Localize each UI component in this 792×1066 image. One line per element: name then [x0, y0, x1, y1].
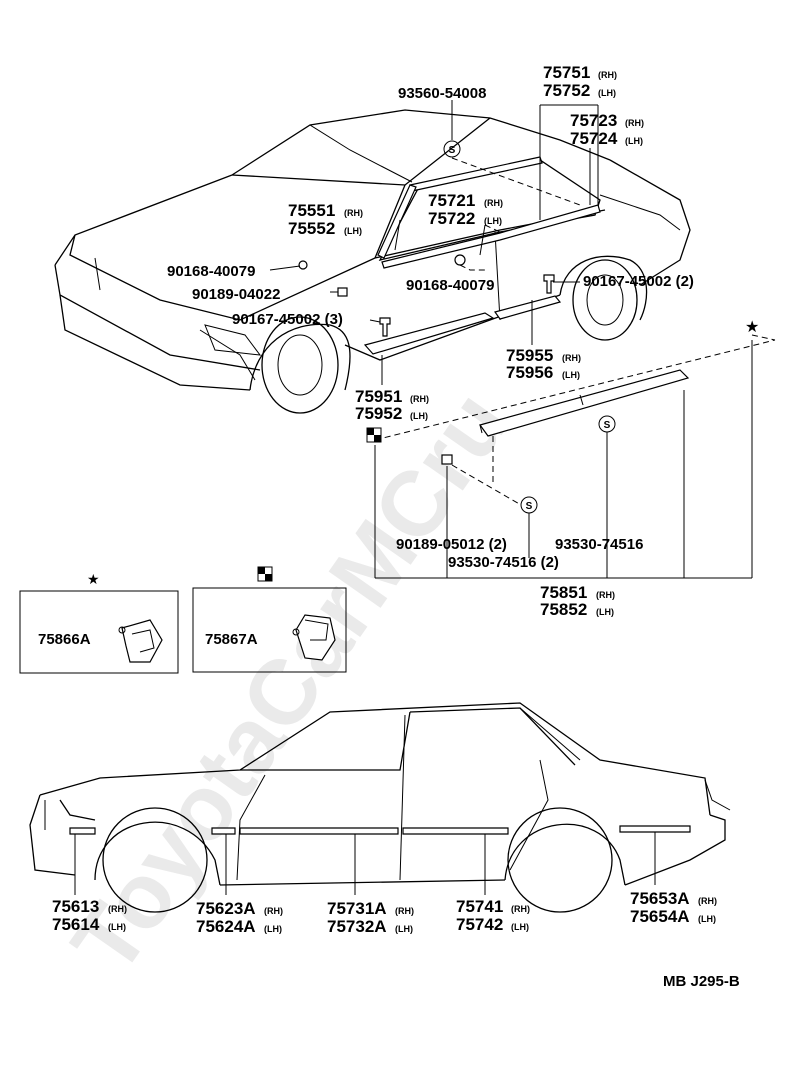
top-fasteners [298, 254, 555, 337]
suffix-rh: (RH) [410, 394, 429, 404]
diagram-code: MB J295-B [663, 973, 740, 990]
part-number-75952: 75952 [355, 404, 402, 423]
part-number-93560-54008: 93560-54008 [398, 85, 486, 102]
part-number-75866A: 75866A [38, 631, 91, 648]
suffix-lh: (LH) [264, 924, 282, 934]
part-number-75623A: 75623A [196, 899, 256, 918]
screw-mark: S [526, 501, 533, 512]
part-number-75722: 75722 [428, 209, 475, 228]
part-number-75723: 75723 [570, 111, 617, 130]
bottom-leaders [74, 832, 656, 895]
part-number-75752: 75752 [543, 81, 590, 100]
part-number-75955: 75955 [506, 346, 553, 365]
part-number-75851: 75851 [540, 583, 587, 602]
suffix-lh: (LH) [410, 411, 428, 421]
part-number-75724: 75724 [570, 129, 618, 148]
car-side-illustration [29, 702, 731, 913]
suffix-lh: (LH) [562, 370, 580, 380]
part-number-90167-45002-2: 90167-45002 (2) [583, 273, 694, 290]
part-number-75751: 75751 [543, 63, 590, 82]
suffix-lh: (LH) [484, 216, 502, 226]
suffix-lh: (LH) [598, 88, 616, 98]
part-number-75653A: 75653A [630, 889, 690, 908]
suffix-lh: (LH) [625, 136, 643, 146]
part-number-75551: 75551 [288, 201, 335, 220]
clip-icon [337, 287, 348, 297]
part-number-90167-45002-3: 90167-45002 (3) [232, 311, 343, 328]
suffix-lh: (LH) [344, 226, 362, 236]
suffix-rh: (RH) [625, 118, 644, 128]
suffix-lh: (LH) [698, 914, 716, 924]
part-number-90168-40079-a: 90168-40079 [167, 263, 255, 280]
clip-icon [298, 260, 308, 270]
suffix-rh: (RH) [484, 198, 503, 208]
checkered-flag-icon [257, 566, 273, 582]
part-number-75721: 75721 [428, 191, 475, 210]
part-number-90168-40079-b: 90168-40079 [406, 277, 494, 294]
inset-check: 75867A [192, 566, 347, 673]
detail-moulding [374, 334, 776, 579]
suffix-rh: (RH) [108, 904, 127, 914]
screw-icon [543, 274, 555, 294]
part-number-93530-74516: 93530-74516 [555, 536, 643, 553]
part-number-75624A: 75624A [196, 917, 256, 936]
part-number-75613: 75613 [52, 897, 99, 916]
suffix-rh: (RH) [596, 590, 615, 600]
checkered-flag-icon [366, 427, 382, 443]
part-number-75654A: 75654A [630, 907, 690, 926]
part-number-75732A: 75732A [327, 917, 387, 936]
suffix-lh: (LH) [511, 922, 529, 932]
suffix-rh: (RH) [562, 353, 581, 363]
screw-mark: S [604, 420, 611, 431]
suffix-rh: (RH) [395, 906, 414, 916]
suffix-lh: (LH) [108, 922, 126, 932]
part-number-75951: 75951 [355, 387, 402, 406]
suffix-rh: (RH) [698, 896, 717, 906]
clip-icon [441, 454, 453, 465]
suffix-rh: (RH) [511, 904, 530, 914]
suffix-lh: (LH) [596, 607, 614, 617]
screw-icon [379, 317, 391, 337]
suffix-rh: (RH) [264, 906, 283, 916]
car-top-illustration [54, 109, 691, 414]
part-number-75614: 75614 [52, 915, 100, 934]
part-number-93530-74516-2: 93530-74516 (2) [448, 554, 559, 571]
part-number-75742: 75742 [456, 915, 503, 934]
part-number-90189-04022: 90189-04022 [192, 286, 280, 303]
star-icon: ★ [745, 319, 759, 336]
clip-icon [454, 254, 466, 266]
suffix-lh: (LH) [395, 924, 413, 934]
part-number-90189-05012: 90189-05012 (2) [396, 536, 507, 553]
suffix-rh: (RH) [598, 70, 617, 80]
part-number-75552: 75552 [288, 219, 335, 238]
part-number-75731A: 75731A [327, 899, 387, 918]
part-number-75867A: 75867A [205, 631, 258, 648]
part-number-75956: 75956 [506, 363, 553, 382]
inset-star: ★ 75866A [19, 571, 179, 674]
suffix-rh: (RH) [344, 208, 363, 218]
screw-mark: S [449, 145, 456, 156]
top-leaders [269, 100, 599, 385]
part-number-75741: 75741 [456, 897, 503, 916]
star-icon: ★ [87, 571, 100, 587]
part-number-75852: 75852 [540, 600, 587, 619]
labels: 93560-54008 75751 (RH) 75752 (LH) 75723 … [52, 63, 740, 990]
